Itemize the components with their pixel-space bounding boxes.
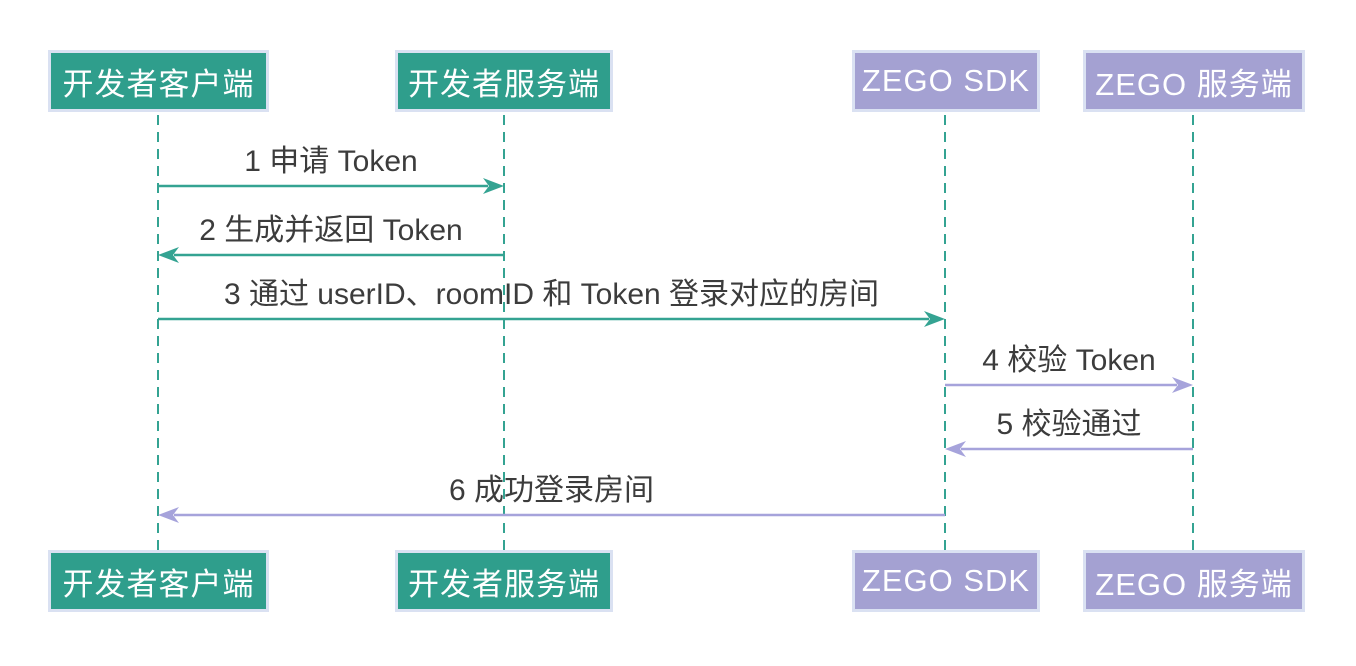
actor-box-dev-server-top: 开发者服务端 <box>395 50 613 112</box>
actor-label: ZEGO 服务端 <box>1095 566 1293 602</box>
actor-label: ZEGO SDK <box>861 563 1031 598</box>
actor-box-dev-client-bottom: 开发者客户端 <box>48 550 269 612</box>
actor-box-zego-sdk-bottom: ZEGO SDK <box>852 550 1040 612</box>
actor-label: ZEGO 服务端 <box>1095 66 1293 102</box>
message-arrowhead <box>1172 377 1193 393</box>
actor-label: ZEGO SDK <box>861 63 1031 98</box>
message-label-1: 1 申请 Token <box>244 145 418 178</box>
message-label-4: 4 校验 Token <box>982 344 1156 377</box>
actor-label: 开发者客户端 <box>62 66 255 102</box>
message-arrowhead <box>483 178 504 194</box>
message-label-2: 2 生成并返回 Token <box>199 214 463 247</box>
actor-label: 开发者客户端 <box>62 566 255 602</box>
message-arrowhead <box>924 311 945 327</box>
message-arrowhead <box>945 441 966 457</box>
actor-label: 开发者服务端 <box>408 66 600 102</box>
actor-box-dev-server-bottom: 开发者服务端 <box>395 550 613 612</box>
actor-box-zego-server-top: ZEGO 服务端 <box>1083 50 1305 112</box>
message-arrowhead <box>158 247 179 263</box>
message-arrowhead <box>158 507 179 523</box>
actor-box-zego-sdk-top: ZEGO SDK <box>852 50 1040 112</box>
actor-label: 开发者服务端 <box>408 566 600 602</box>
message-label-3: 3 通过 userID、roomID 和 Token 登录对应的房间 <box>223 278 880 311</box>
actor-box-zego-server-bottom: ZEGO 服务端 <box>1083 550 1305 612</box>
actor-box-dev-client-top: 开发者客户端 <box>48 50 269 112</box>
message-label-5: 5 校验通过 <box>996 408 1142 441</box>
message-label-6: 6 成功登录房间 <box>448 474 655 507</box>
